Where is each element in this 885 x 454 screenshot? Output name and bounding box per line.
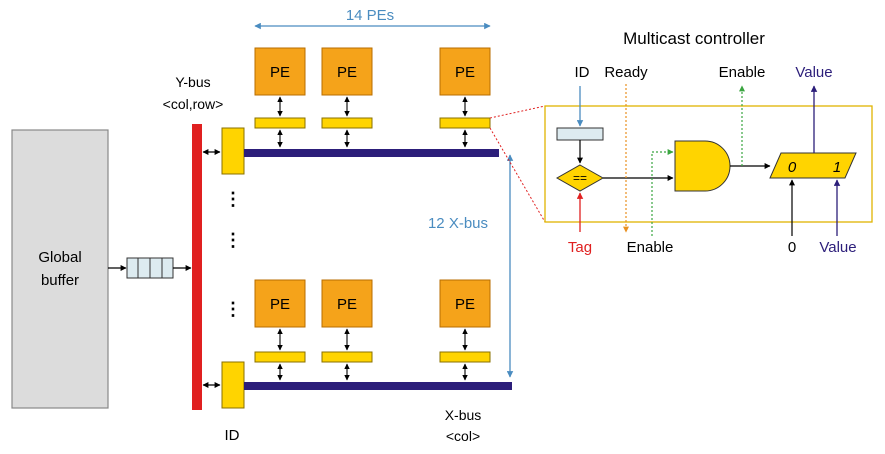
pe-top-3: PE [439, 47, 491, 96]
ybus [192, 124, 202, 410]
tag-label: Tag [568, 239, 592, 256]
zoom-line-bottom [489, 127, 546, 223]
row-ellipsis: ⋮ [224, 189, 242, 209]
zero-in-label: 0 [788, 239, 796, 256]
and-gate [674, 140, 731, 192]
global-buffer-label-1: Global [38, 249, 81, 266]
enable-in-label: Enable [627, 239, 674, 256]
pe-label: PE [337, 296, 357, 313]
fifo-queue [126, 257, 174, 279]
id-register [556, 127, 604, 141]
controller-id-label: ID [575, 64, 590, 81]
row-ellipsis: ⋮ [224, 299, 242, 319]
xbus-label: X-bus [445, 407, 482, 423]
comparator-symbol: == [573, 171, 587, 185]
controller-box [544, 105, 873, 223]
pe-bottom-2: PE [321, 279, 373, 328]
value-in-label: Value [819, 239, 856, 256]
pe-label: PE [337, 64, 357, 81]
mux-input-0-label: 0 [788, 159, 797, 176]
pe-bottom-connections [254, 328, 491, 381]
zoom-line-top [489, 105, 546, 119]
xbus-id-top [221, 127, 245, 175]
pe-bottom-3: PE [439, 279, 491, 328]
enable-in-arrow [651, 149, 674, 236]
pe-label: PE [455, 64, 475, 81]
controller-ready-label: Ready [604, 64, 648, 81]
global-buffer-label-2: buffer [41, 272, 79, 289]
pe-label: PE [455, 296, 475, 313]
pe-label: PE [270, 296, 290, 313]
mux-input-1-label: 1 [833, 159, 841, 176]
controller-enable-out-label: Enable [719, 64, 766, 81]
pe-top-connections [254, 96, 491, 148]
pe-top-1: PE [254, 47, 306, 96]
id-label: ID [225, 427, 240, 444]
row-ellipsis: ⋮ [224, 230, 242, 250]
xbus-coord-label: <col> [446, 428, 480, 444]
ybus-label: Y-bus [175, 74, 210, 90]
pe-top-2: PE [321, 47, 373, 96]
xbus-id-bottom [221, 361, 245, 409]
xbus-top [244, 149, 499, 157]
global-buffer: Global buffer [11, 129, 109, 409]
pe-label: PE [270, 64, 290, 81]
ybus-coord-label: <col,row> [163, 96, 224, 112]
xbus-bottom [244, 382, 512, 390]
xbus-count-label: 12 X-bus [428, 215, 488, 232]
controller-title: Multicast controller [623, 29, 765, 48]
pe-bottom-1: PE [254, 279, 306, 328]
comparator: == [555, 164, 605, 192]
pe-count-label: 14 PEs [346, 7, 394, 24]
multiplexer: 0 1 [769, 152, 857, 179]
controller-value-out-label: Value [795, 64, 832, 81]
